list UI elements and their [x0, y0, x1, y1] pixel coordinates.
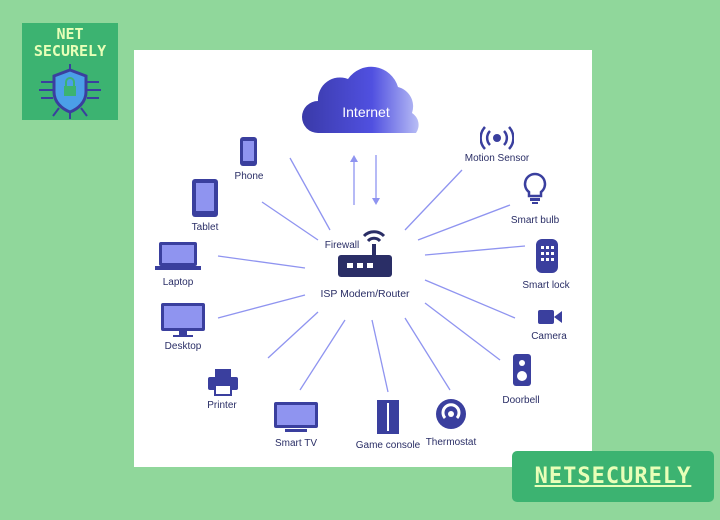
- tablet-icon: [192, 179, 218, 217]
- device-game-console-label: Game console: [355, 440, 421, 451]
- device-motion-sensor-label: Motion Sensor: [464, 153, 530, 164]
- device-thermostat-label: Thermostat: [425, 437, 477, 448]
- doorbell-icon: [513, 354, 531, 386]
- game-console-icon: [377, 400, 399, 434]
- device-doorbell-label: Doorbell: [502, 395, 540, 406]
- thermostat-icon: [436, 399, 466, 429]
- smart-tv-icon: [274, 402, 318, 432]
- internet-label: Internet: [342, 104, 390, 120]
- device-phone-label: Phone: [234, 171, 264, 182]
- device-printer-label: Printer: [207, 400, 237, 411]
- device-camera-label: Camera: [531, 331, 567, 342]
- device-laptop-label: Laptop: [162, 277, 194, 288]
- device-smart-lock-label: Smart lock: [522, 280, 570, 291]
- shield-lock-icon: [39, 64, 101, 119]
- internet-cloud: [302, 66, 419, 133]
- device-tablet-label: Tablet: [191, 222, 219, 233]
- device-smart-tv-label: Smart TV: [274, 438, 318, 449]
- laptop-icon: [155, 242, 201, 270]
- device-smart-bulb-label: Smart bulb: [510, 215, 560, 226]
- router-label: ISP Modem/Router: [320, 288, 410, 300]
- logo-line-1: NET: [56, 25, 84, 43]
- device-desktop-label: Desktop: [164, 341, 202, 352]
- router-icon: [338, 230, 392, 277]
- firewall-label: Firewall: [324, 240, 360, 251]
- smart-lock-icon: [536, 239, 558, 273]
- motion-sensor-icon: [480, 126, 514, 150]
- logo-line-2: SECURELY: [33, 42, 107, 60]
- smart-bulb-icon: [523, 172, 547, 204]
- netsecurely-logo: NET SECURELY: [22, 23, 118, 120]
- camera-icon: [538, 310, 562, 324]
- printer-icon: [208, 369, 238, 396]
- phone-icon: [240, 137, 257, 166]
- netsecurely-badge[interactable]: NETSECURELY: [512, 451, 714, 502]
- desktop-icon: [161, 303, 205, 337]
